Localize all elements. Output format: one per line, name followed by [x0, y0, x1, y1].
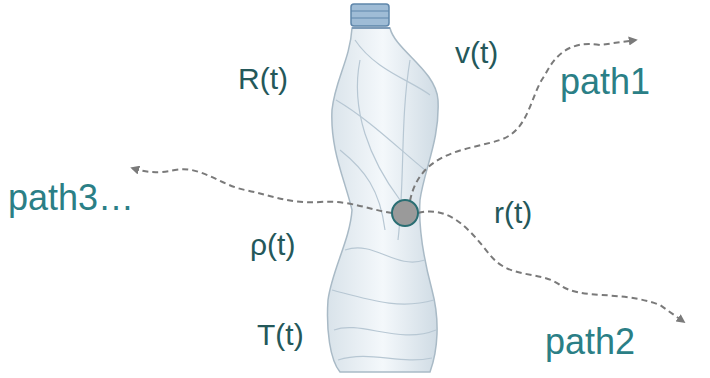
variable-label: ρ(t)	[250, 228, 295, 261]
variable-label: v(t)	[455, 36, 498, 69]
bottle-body	[328, 28, 439, 372]
cap-thread	[351, 18, 389, 19]
particle-paths	[132, 40, 684, 322]
variable-label: r(t)	[494, 196, 532, 229]
fluid-particle	[392, 200, 418, 226]
path-line	[132, 168, 392, 213]
bottle-creases	[332, 40, 436, 360]
bottle-neck-ring	[352, 27, 390, 29]
bottle-cap	[351, 4, 389, 26]
path-line	[418, 211, 684, 322]
variable-label: R(t)	[238, 62, 288, 95]
path-label: path1	[560, 62, 650, 102]
variable-label: T(t)	[257, 318, 304, 351]
path-label: path3…	[8, 178, 134, 218]
path-label: path2	[545, 322, 635, 362]
cap-thread	[351, 11, 389, 12]
bottle	[328, 4, 439, 372]
